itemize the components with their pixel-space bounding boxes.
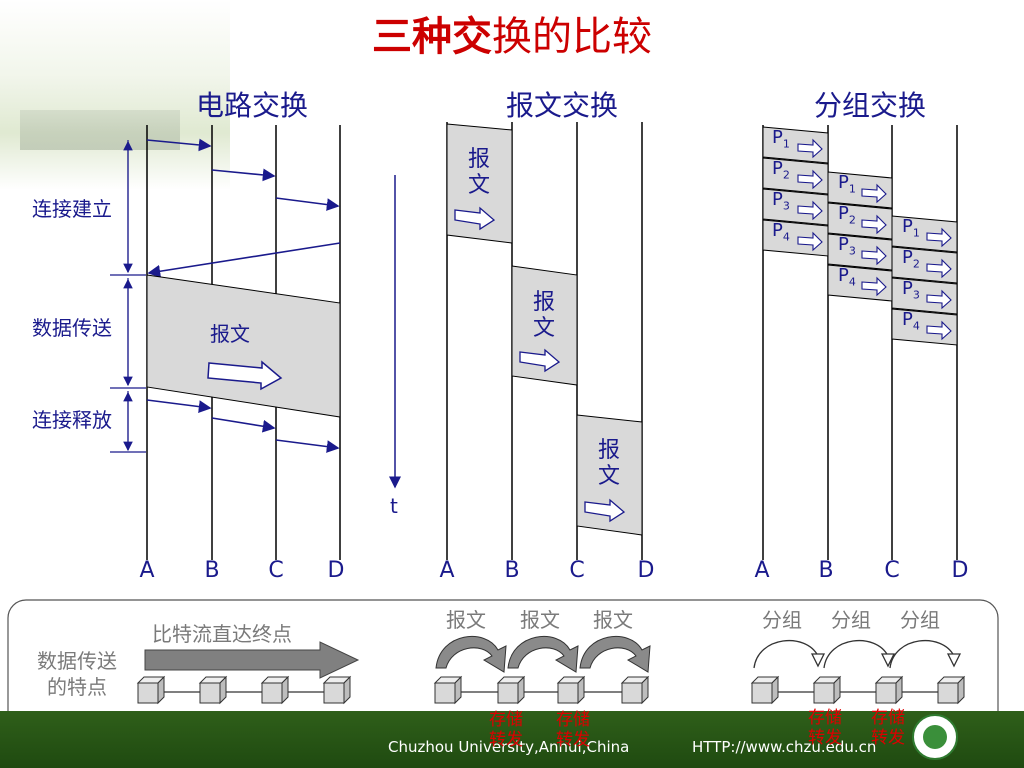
packet-caption-1: 分组: [762, 608, 802, 632]
packet-hollow-arrows: [797, 138, 952, 341]
message-node-b: B: [504, 558, 520, 583]
packet-label-c2: P2: [902, 247, 920, 271]
phase-release-label: 连接释放: [32, 408, 112, 432]
setup-signals: [146, 138, 341, 278]
packet-label-b2: P2: [838, 203, 856, 227]
circuit-data-block: [146, 274, 341, 418]
circuit-node-b: B: [204, 558, 220, 583]
packet-label-b4: P4: [838, 265, 856, 289]
time-label: t: [390, 494, 398, 518]
circuit-message-label: 报文: [210, 322, 250, 346]
footer-university: Chuzhou University,Anhui,China: [388, 738, 630, 756]
message-caption-2: 报文: [520, 608, 560, 632]
phase-brackets: [110, 140, 146, 453]
packet-switching-title: 分组交换: [813, 89, 926, 122]
packet-store-forward-2: 存储转发: [871, 708, 905, 748]
message-node-a: A: [439, 558, 455, 583]
release-signals: [146, 399, 340, 453]
circuit-switching-title: 电路交换: [195, 89, 308, 122]
footer-bar: [0, 711, 1024, 768]
message-forward-arrows: [435, 636, 651, 673]
message-node-c: C: [569, 558, 585, 583]
page-title: 三种交换的比较: [372, 14, 652, 60]
packet-node-c: C: [884, 558, 900, 583]
footer-url: HTTP://www.chzu.edu.cn: [692, 738, 877, 756]
node-cubes: [136, 675, 966, 705]
circuit-node-d: D: [327, 558, 345, 583]
packet-label-b1: P1: [838, 172, 856, 196]
message-caption-1: 报文: [446, 608, 486, 632]
packet-label-c1: P1: [902, 216, 920, 240]
row-label: 数据传送的特点: [37, 649, 117, 699]
packet-boxes: [762, 126, 958, 346]
packet-node-b: B: [818, 558, 834, 583]
message-switching-title: 报文交换: [505, 89, 618, 122]
circuit-node-a: A: [139, 558, 155, 583]
message-hollow-arrows: [454, 206, 626, 523]
packet-label-a2: P2: [772, 158, 790, 182]
packet-node-a: A: [754, 558, 770, 583]
campus-photo-decoration: [0, 0, 230, 190]
university-logo-icon: [912, 714, 958, 760]
message-store-forward-2: 存储转发: [556, 710, 590, 750]
packet-caption-2: 分组: [831, 608, 871, 632]
circuit-node-c: C: [268, 558, 284, 583]
campus-building-decoration: [20, 110, 180, 150]
message-caption-3: 报文: [593, 608, 633, 632]
packet-label-a4: P4: [772, 220, 790, 244]
message-store-forward-1: 存储转发: [489, 710, 523, 750]
phase-setup-label: 连接建立: [32, 197, 112, 221]
bitstream-arrow: [144, 641, 360, 679]
packet-label-c4: P4: [902, 309, 920, 333]
packet-caption-3: 分组: [900, 608, 940, 632]
packet-forward-arrows: [753, 639, 962, 669]
message-block-3-label: 报文: [597, 438, 620, 489]
packet-label-a3: P3: [772, 189, 790, 213]
message-block-2-label: 报文: [532, 290, 555, 341]
packet-label-a1: P1: [772, 127, 790, 151]
packet-node-d: D: [951, 558, 969, 583]
packet-store-forward-1: 存储转发: [808, 708, 842, 748]
packet-label-b3: P3: [838, 234, 856, 258]
message-node-d: D: [637, 558, 655, 583]
message-block-1-label: 报文: [467, 147, 490, 198]
packet-label-c3: P3: [902, 278, 920, 302]
phase-transfer-label: 数据传送: [32, 316, 112, 340]
circuit-hollow-arrow: [207, 360, 283, 391]
circuit-caption: 比特流直达终点: [152, 622, 292, 646]
